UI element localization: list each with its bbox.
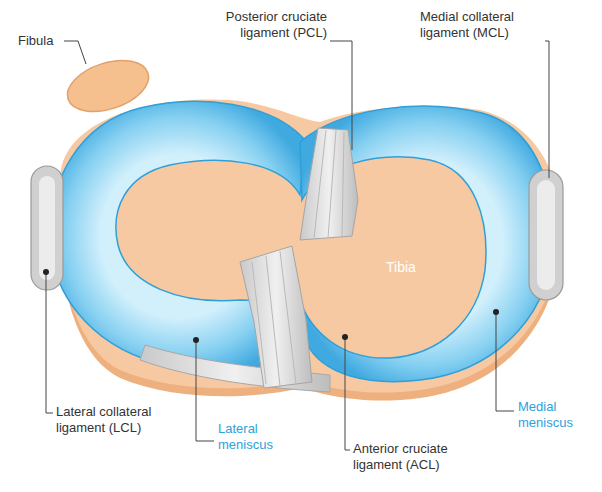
leader-line: [330, 41, 352, 150]
acl-band: [240, 246, 312, 388]
leader-line: [545, 41, 549, 178]
leader-lines: [46, 41, 549, 450]
part-label: Lateral meniscus: [218, 421, 288, 453]
leader-dot: [43, 269, 49, 275]
part-label: Posterior cruciate ligament (PCL): [195, 9, 327, 41]
pcl-fibres: [314, 130, 344, 238]
part-label: Medial collateral ligament (MCL): [420, 9, 545, 41]
leader-dot: [193, 337, 199, 343]
leader-line: [64, 41, 86, 64]
medial-meniscus-shape: [300, 106, 553, 381]
leader-line: [46, 272, 53, 413]
acl-fibres: [252, 251, 296, 386]
lcl-band: [31, 166, 63, 290]
pcl-band: [300, 128, 358, 240]
part-label: Lateral collateral ligament (LCL): [56, 404, 181, 436]
leader-line: [196, 340, 214, 441]
leader-dot: [342, 334, 348, 340]
leader-dots: [43, 269, 499, 343]
mcl-band: [529, 170, 563, 300]
lcl-highlight: [39, 176, 55, 280]
leader-line: [496, 312, 514, 411]
part-label: Anterior cruciate ligament (ACL): [353, 441, 483, 473]
leader-dot: [493, 309, 499, 315]
part-label: Fibula: [18, 33, 78, 49]
part-label: Tibia: [386, 259, 446, 275]
part-label: Medial meniscus: [518, 399, 588, 431]
leader-line: [345, 337, 350, 450]
mcl-highlight: [537, 180, 555, 290]
